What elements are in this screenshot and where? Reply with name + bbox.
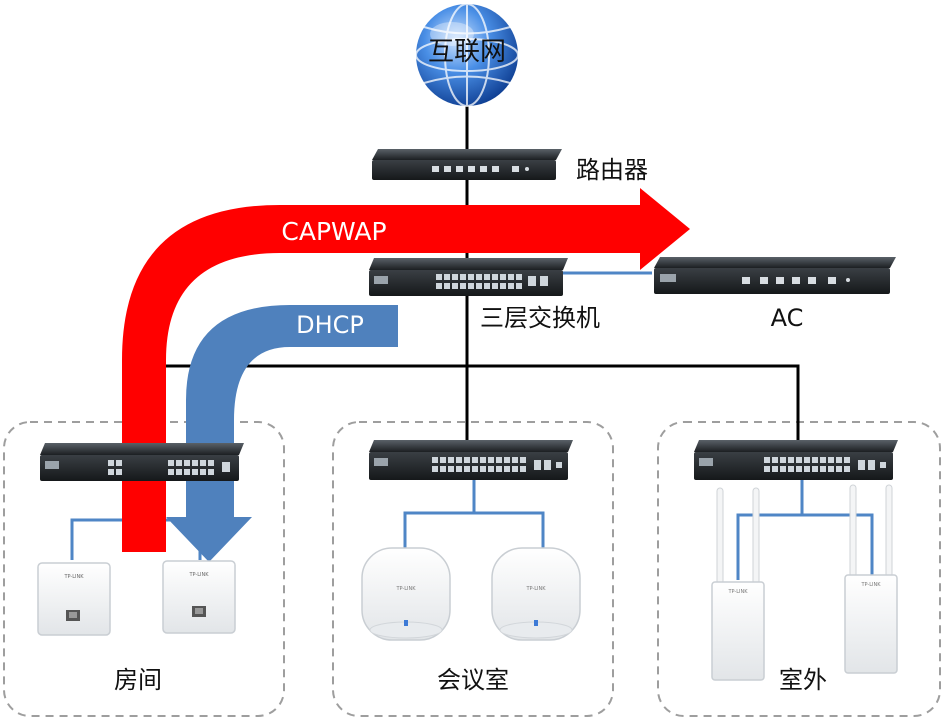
router-icon — [372, 149, 562, 180]
dhcp-label: DHCP — [296, 311, 364, 339]
globe-icon — [415, 3, 519, 107]
capwap-arrow — [122, 188, 690, 552]
label-outdoor: 室外 — [779, 666, 827, 694]
ceiling-ap-icon: TP-LINK — [491, 547, 581, 641]
switch-icon — [40, 443, 244, 481]
switch-icon — [694, 440, 898, 480]
label-room: 房间 — [114, 666, 162, 694]
switch-icon — [369, 440, 573, 480]
svg-text:TP-LINK: TP-LINK — [860, 582, 881, 588]
ac-controller-icon — [654, 257, 896, 294]
zone-meeting-room — [332, 421, 614, 717]
svg-text:TP-LINK: TP-LINK — [188, 572, 209, 578]
label-ac: AC — [771, 304, 804, 332]
label-router: 路由器 — [576, 156, 648, 184]
svg-text:TP-LINK: TP-LINK — [727, 589, 748, 595]
svg-text:TP-LINK: TP-LINK — [63, 574, 84, 580]
capwap-label: CAPWAP — [281, 217, 386, 246]
label-internet: 互联网 — [428, 37, 506, 67]
svg-text:TP-LINK: TP-LINK — [395, 586, 416, 592]
dhcp-arrow — [166, 305, 398, 562]
outdoor-ap-icon: TP-LINK — [711, 487, 765, 681]
svg-text:TP-LINK: TP-LINK — [525, 586, 546, 592]
panel-ap-icon: TP-LINK — [37, 562, 111, 636]
ceiling-ap-icon: TP-LINK — [361, 547, 451, 641]
outdoor-ap-icon: TP-LINK — [844, 484, 898, 674]
panel-ap-icon: TP-LINK — [162, 560, 236, 634]
label-meeting-room: 会议室 — [437, 666, 509, 694]
label-core-switch: 三层交换机 — [480, 304, 600, 332]
core-switch-icon — [369, 258, 568, 296]
